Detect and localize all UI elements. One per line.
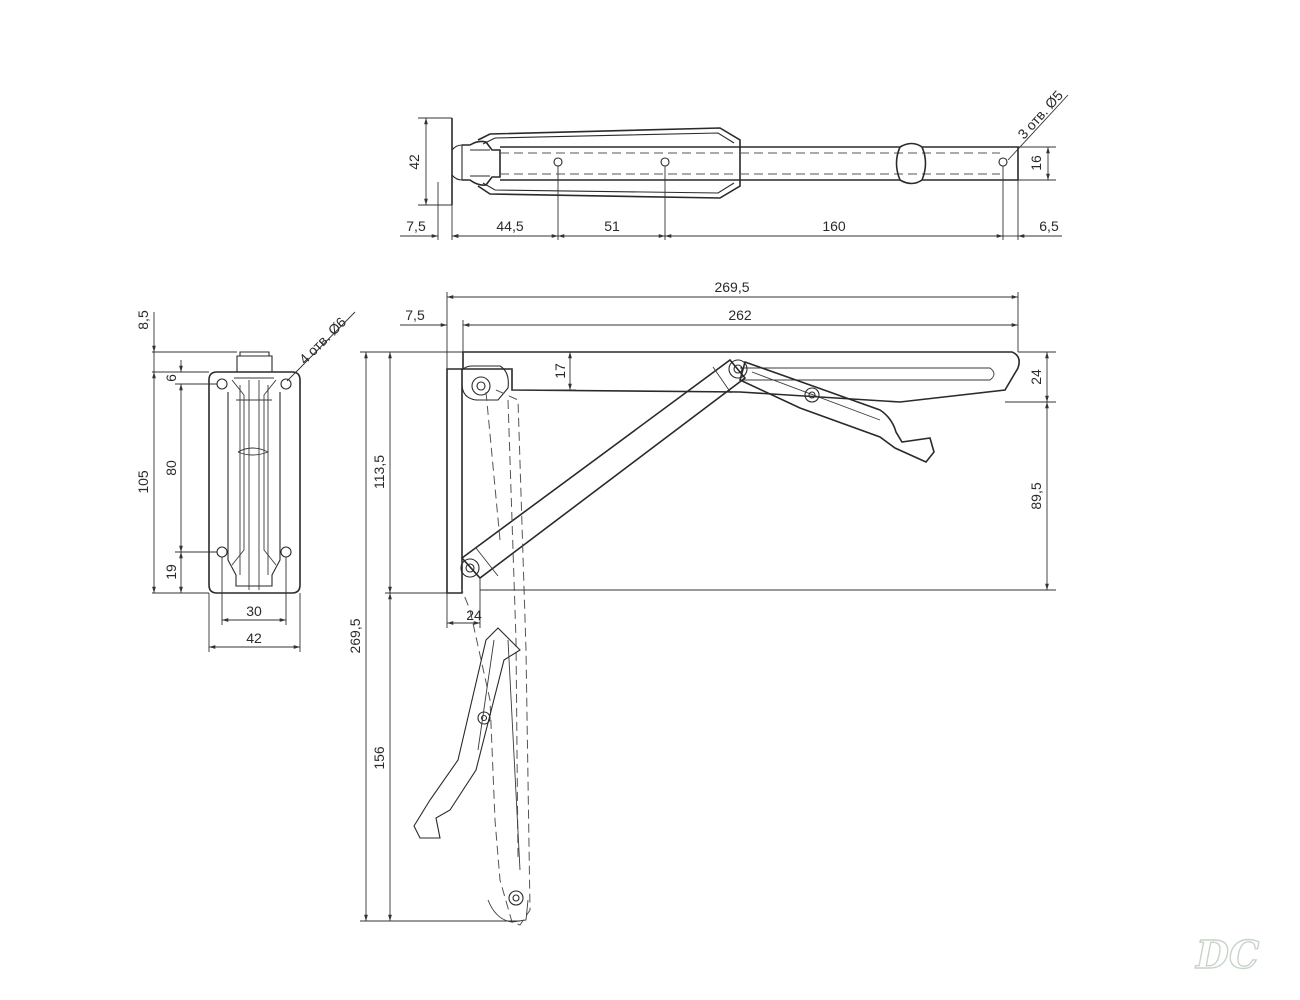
top-hole-1 <box>553 157 563 167</box>
dim-side-hole-spacing: 80 <box>163 460 179 476</box>
top-hole-3 <box>998 157 1008 167</box>
dc-logo: DC <box>1194 931 1260 977</box>
dim-side-total-height: 105 <box>135 470 151 494</box>
dim-side-hole-from-top: 6 <box>163 374 179 382</box>
main-lever-pin <box>804 387 820 403</box>
dim-side-top-offset: 8,5 <box>135 310 151 330</box>
main-diagonal-strut <box>460 358 747 580</box>
dim-top-last-span: 160 <box>822 218 846 234</box>
dim-main-pivot-height: 89,5 <box>1028 482 1044 509</box>
side-hole-3 <box>216 546 228 558</box>
dim-main-arm-thickness: 24 <box>1028 369 1044 385</box>
dim-main-plate-width: 24 <box>466 607 482 623</box>
dim-top-hole-spacing: 16 <box>1028 155 1044 171</box>
main-pivot-top <box>471 376 491 396</box>
main-view: 269,5 7,5 262 17 24 89,5 113,5 269,5 156… <box>347 279 1056 926</box>
top-view: 42 7,5 44,5 51 160 6,5 16 3 отв. Ø5 <box>400 87 1069 240</box>
dim-main-total-height: 269,5 <box>347 618 363 653</box>
dim-main-left-offset: 7,5 <box>405 307 425 323</box>
top-hole-2 <box>660 157 670 167</box>
dim-top-end-offset: 6,5 <box>1039 218 1059 234</box>
dim-main-slot-depth: 17 <box>552 363 568 379</box>
dim-top-height: 42 <box>406 154 422 170</box>
side-hole-2 <box>280 378 292 390</box>
side-hole-1 <box>216 378 228 390</box>
dc-logo-text: DC <box>1195 932 1259 977</box>
dim-main-upper-height: 113,5 <box>371 455 387 489</box>
side-mount-plate <box>208 371 301 594</box>
dim-top-left-offset: 7,5 <box>406 218 426 234</box>
side-hole-4 <box>280 546 292 558</box>
main-wall-plate <box>446 368 463 594</box>
main-folded-lever <box>413 627 521 839</box>
main-folded-arm <box>461 389 531 926</box>
dim-main-lower-height: 156 <box>371 746 387 770</box>
dim-main-arm-length: 262 <box>728 307 752 323</box>
dim-side-total-width: 42 <box>246 630 262 646</box>
dim-top-hole-pitch: 51 <box>604 218 620 234</box>
side-view: 8,5 6 105 80 19 30 42 4 отв. Ø6 <box>135 310 356 652</box>
dim-side-hole-width: 30 <box>246 603 262 619</box>
main-pivot-upper <box>728 359 748 379</box>
main-pivot-lower <box>460 558 480 578</box>
main-release-lever <box>739 360 935 463</box>
side-hole-note: 4 отв. Ø6 <box>296 314 350 368</box>
dim-side-hole-from-bottom: 19 <box>163 564 179 580</box>
top-hole-note: 3 отв. Ø5 <box>1014 87 1066 142</box>
dim-top-first-hole: 44,5 <box>496 218 523 234</box>
dim-main-total-length: 269,5 <box>714 279 749 295</box>
